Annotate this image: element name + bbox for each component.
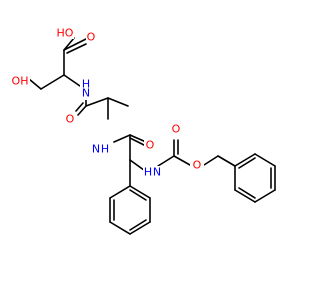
label-bg	[90, 140, 106, 156]
label-bg	[56, 27, 74, 39]
bond	[234, 189, 256, 203]
bond	[129, 221, 151, 235]
bond	[254, 153, 276, 167]
atom-label-carbamate-carbonyl-oxygen: O	[172, 123, 181, 136]
bond	[173, 155, 191, 166]
bond	[85, 97, 109, 107]
bond	[75, 102, 84, 112]
bond	[254, 189, 276, 203]
atom-label-amide-nitrogen-3: N	[153, 166, 161, 179]
bond	[234, 153, 256, 167]
bond	[77, 105, 87, 116]
bond	[40, 74, 65, 90]
label-bg	[170, 122, 182, 136]
bond	[129, 185, 151, 199]
bond	[203, 155, 219, 166]
bond	[129, 219, 147, 231]
atom-label-amide-nitrogen-1: N	[82, 87, 90, 100]
label-bg	[144, 138, 156, 152]
atom-label-amide-nitrogen-2: N	[92, 143, 100, 156]
bond	[107, 97, 129, 107]
atom-label-layer: HO O OH H N O N H O O O H N	[10, 27, 204, 179]
atom-label-amide-hydrogen-1: H	[82, 78, 90, 91]
bond-layer	[28, 37, 276, 235]
bond	[63, 38, 87, 51]
label-bg	[190, 159, 204, 171]
bond	[217, 155, 236, 167]
bond	[129, 189, 147, 201]
atom-label-amide-hydrogen-3: H	[144, 166, 152, 179]
bond	[63, 74, 81, 87]
bond	[109, 185, 131, 199]
label-bg	[86, 31, 96, 43]
atom-label-hydroxyl-serine: OH	[12, 75, 29, 88]
label-bg	[10, 75, 30, 87]
bond	[28, 78, 42, 90]
bond	[109, 221, 131, 235]
label-bg	[64, 113, 76, 125]
atom-label-ester-oxygen: O	[193, 159, 202, 172]
bond	[66, 43, 87, 54]
label-bg	[80, 82, 92, 100]
bond	[129, 134, 147, 143]
bond	[157, 155, 175, 167]
atom-label-carbonyl-oxygen-phenylalanine: O	[146, 139, 155, 152]
bond	[113, 134, 131, 143]
bond	[238, 187, 256, 199]
atom-label-carbonyl-oxygen-alanine: O	[66, 113, 75, 126]
atom-label-hydroxyl-acid: HO	[57, 27, 74, 40]
peptide-structure-diagram: HO O OH H N O N H O O O H N	[10, 27, 276, 235]
atom-label-amide-hydrogen-2: H	[101, 143, 109, 156]
bond	[63, 37, 75, 51]
bond	[129, 137, 147, 147]
atom-label-carbonyl-oxygen-acid: O	[87, 31, 96, 44]
bond	[238, 157, 256, 169]
label-bg	[143, 166, 167, 178]
